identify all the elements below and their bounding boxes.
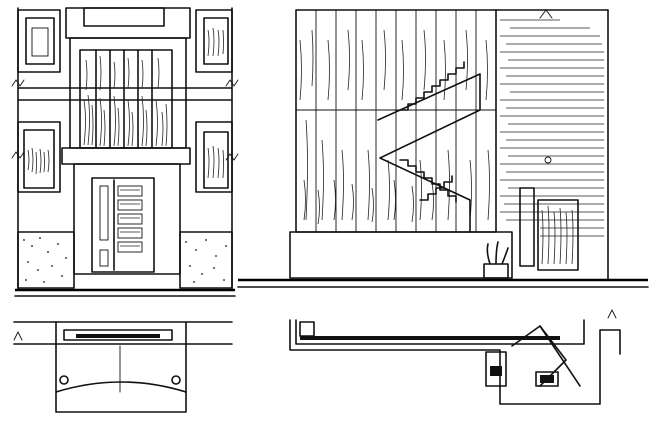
break-mark (11, 79, 25, 87)
upper-left-window (17, 9, 61, 73)
lower-left-window (17, 121, 61, 193)
staircase (377, 61, 481, 233)
stair-tower-glazing (295, 9, 497, 233)
right-elevation (237, 9, 649, 288)
break-mark (11, 151, 25, 159)
right-plinth (289, 231, 513, 279)
left-plinth (17, 231, 233, 289)
left-plan (13, 321, 233, 413)
break-mark (225, 79, 239, 87)
left-elevation (11, 7, 239, 297)
right-plan (289, 308, 621, 405)
upper-right-window (195, 9, 233, 73)
right-wing-wall (495, 9, 609, 281)
planter (483, 241, 509, 279)
break-mark (225, 153, 239, 161)
lower-right-window (195, 121, 233, 193)
break-mark (13, 330, 23, 341)
break-mark (607, 308, 617, 319)
break-mark (539, 9, 553, 19)
entrance-tower (61, 7, 191, 275)
door-glass-panes (117, 185, 143, 253)
